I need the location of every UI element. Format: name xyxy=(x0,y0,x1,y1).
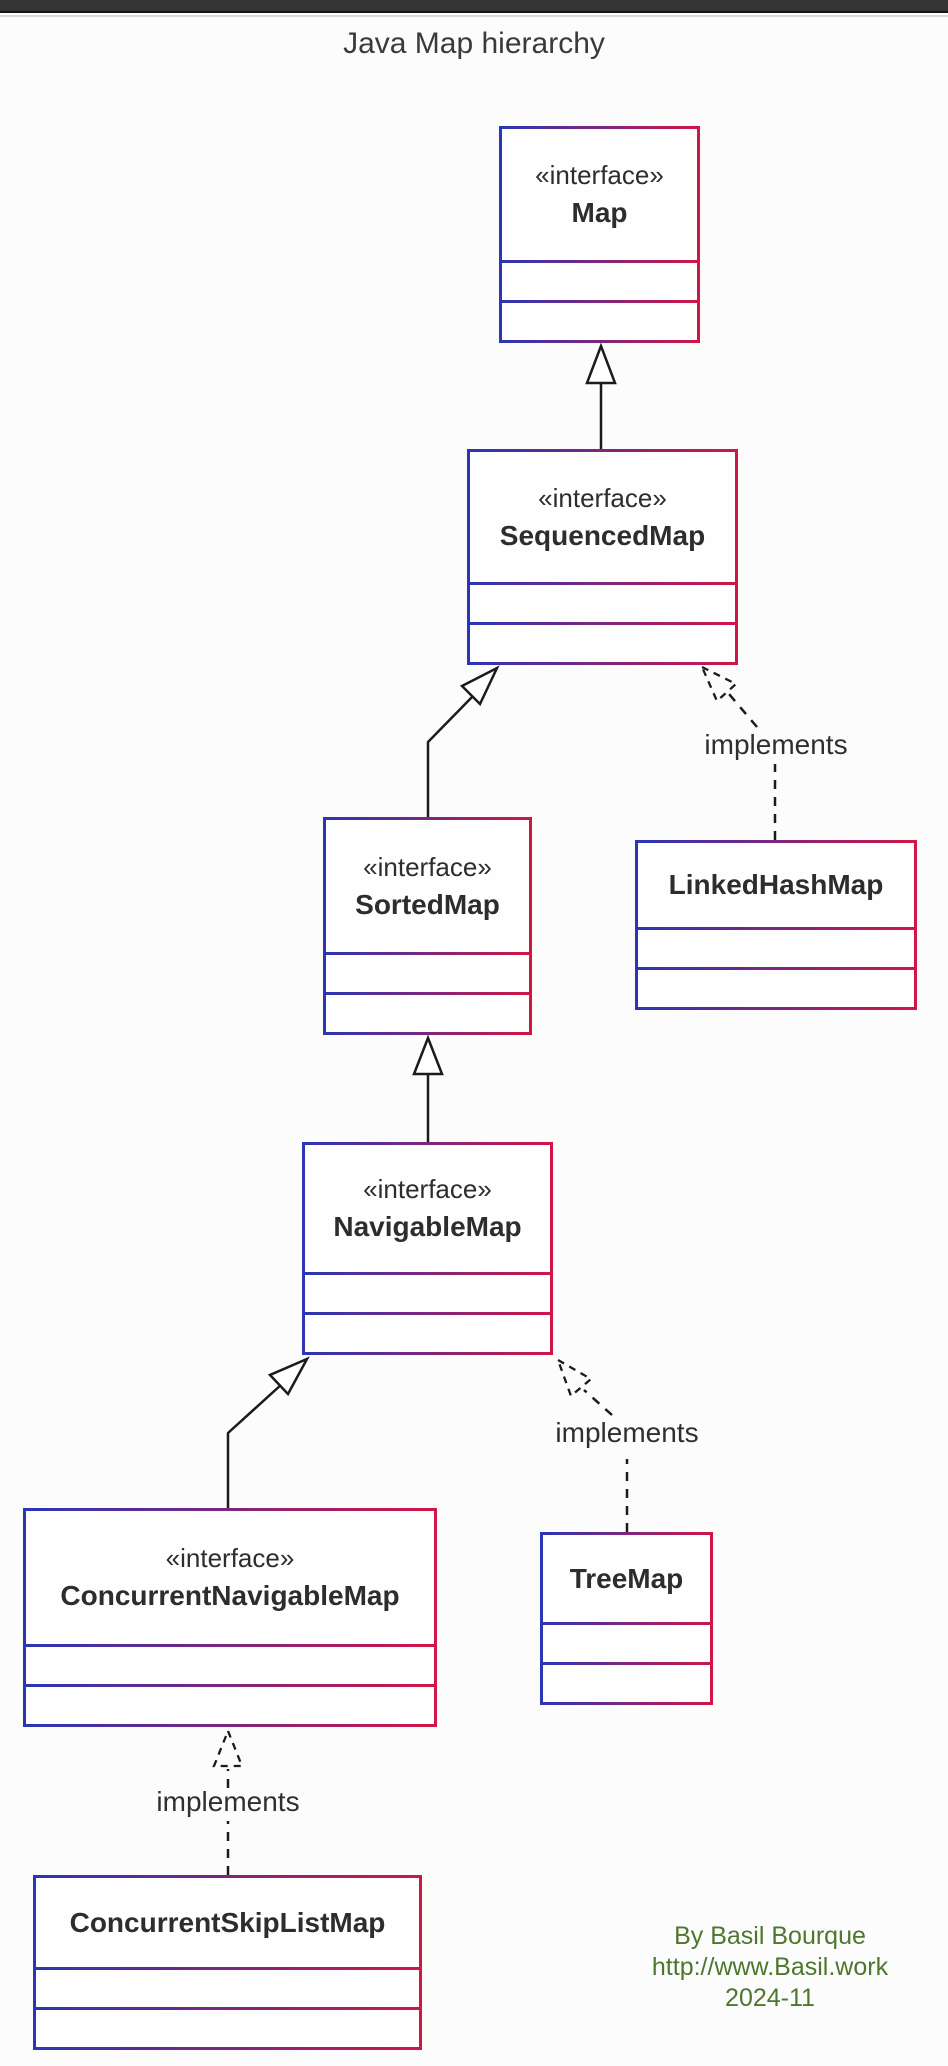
class-name: TreeMap xyxy=(569,1562,684,1594)
edge-label-implements-concurrentskiplistmap: implements xyxy=(156,1786,300,1817)
methods-compartment xyxy=(326,992,529,1032)
class-title: «interface» NavigableMap xyxy=(305,1145,550,1272)
class-name: ConcurrentNavigableMap xyxy=(60,1580,400,1611)
methods-compartment xyxy=(36,2007,419,2047)
methods-compartment xyxy=(502,300,697,340)
methods-compartment xyxy=(638,967,914,1007)
window-top-bar xyxy=(0,0,948,13)
fields-compartment xyxy=(502,260,697,300)
stereotype-label: «interface» xyxy=(535,160,664,190)
class-title: «interface» SortedMap xyxy=(326,820,529,952)
credit-block: By Basil Bourque http://www.Basil.work 2… xyxy=(610,1921,930,2014)
stereotype-label: «interface» xyxy=(165,1543,295,1573)
class-name: SequencedMap xyxy=(499,519,706,551)
class-title: «interface» Map xyxy=(502,129,697,260)
credit-author: By Basil Bourque xyxy=(674,1922,866,1950)
class-title: ConcurrentSkipListMap xyxy=(36,1878,419,1967)
methods-compartment xyxy=(470,622,735,662)
class-name: Map xyxy=(571,197,628,228)
edge-label-implements-treemap: implements xyxy=(555,1417,699,1448)
edge-concurrentnavigablemap-extends-navigablemap xyxy=(226,1356,310,1508)
stereotype-label: «interface» xyxy=(538,482,667,513)
edge-label-implements-linkedhashmap: implements xyxy=(704,729,848,760)
methods-compartment xyxy=(305,1312,550,1352)
stereotype-label: «interface» xyxy=(363,1174,492,1204)
class-name: LinkedHashMap xyxy=(668,869,884,900)
class-box-navigablemap: «interface» NavigableMap xyxy=(302,1142,553,1355)
class-box-concurrentnavigablemap: «interface» ConcurrentNavigableMap xyxy=(23,1508,437,1727)
class-title: «interface» SequencedMap xyxy=(470,452,735,582)
class-box-concurrentskiplistmap: ConcurrentSkipListMap xyxy=(33,1875,422,2050)
class-box-sequencedmap: «interface» SequencedMap xyxy=(467,449,738,665)
top-bar-shadow xyxy=(0,15,948,17)
edge-navigablemap-extends-sortedmap xyxy=(412,1034,444,1142)
fields-compartment xyxy=(26,1644,434,1684)
fields-compartment xyxy=(638,927,914,967)
credit-date: 2024-11 xyxy=(725,1984,815,2012)
methods-compartment xyxy=(26,1684,434,1724)
stereotype-label: «interface» xyxy=(363,851,492,882)
fields-compartment xyxy=(326,952,529,992)
credit-url: http://www.Basil.work xyxy=(651,1953,889,1981)
class-box-treemap: TreeMap xyxy=(540,1532,713,1705)
class-title: LinkedHashMap xyxy=(638,843,914,927)
class-box-sortedmap: «interface» SortedMap xyxy=(323,817,532,1035)
class-name: SortedMap xyxy=(355,888,500,920)
class-box-linkedhashmap: LinkedHashMap xyxy=(635,840,917,1010)
fields-compartment xyxy=(470,582,735,622)
class-box-map: «interface» Map xyxy=(499,126,700,343)
fields-compartment xyxy=(36,1967,419,2007)
edge-sortedmap-extends-sequencedmap xyxy=(426,665,500,817)
class-title: «interface» ConcurrentNavigableMap xyxy=(26,1511,434,1644)
class-name: NavigableMap xyxy=(333,1211,522,1242)
edge-sequencedmap-extends-map xyxy=(585,342,617,449)
fields-compartment xyxy=(543,1622,710,1662)
class-title: TreeMap xyxy=(543,1535,710,1622)
methods-compartment xyxy=(543,1662,710,1702)
page-title: Java Map hierarchy xyxy=(343,27,605,60)
fields-compartment xyxy=(305,1272,550,1312)
class-name: ConcurrentSkipListMap xyxy=(69,1906,386,1938)
